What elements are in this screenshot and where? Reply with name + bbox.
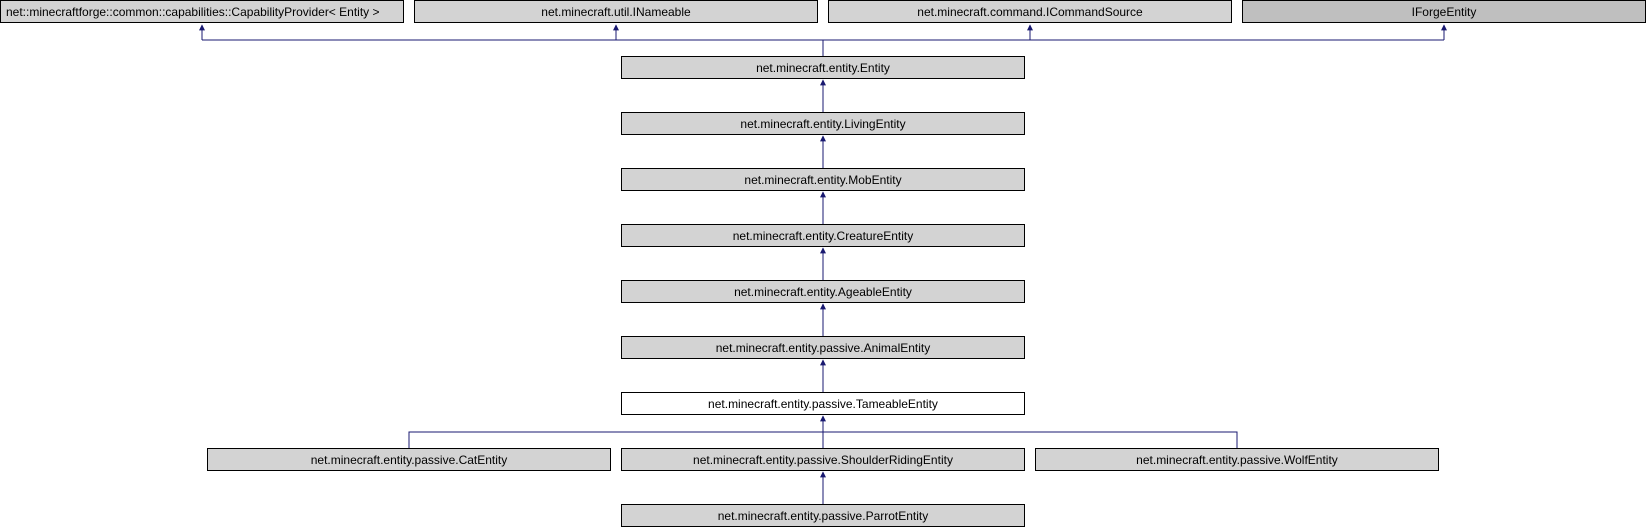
- node-tameable-entity: net.minecraft.entity.passive.TameableEnt…: [621, 392, 1025, 415]
- node-parrot-entity[interactable]: net.minecraft.entity.passive.ParrotEntit…: [621, 504, 1025, 527]
- node-mob-entity[interactable]: net.minecraft.entity.MobEntity: [621, 168, 1025, 191]
- node-ageable-entity[interactable]: net.minecraft.entity.AgeableEntity: [621, 280, 1025, 303]
- node-capability-provider[interactable]: net::minecraftforge::common::capabilitie…: [0, 0, 404, 23]
- node-shoulder-riding-entity[interactable]: net.minecraft.entity.passive.ShoulderRid…: [621, 448, 1025, 471]
- node-animal-entity[interactable]: net.minecraft.entity.passive.AnimalEntit…: [621, 336, 1025, 359]
- node-entity[interactable]: net.minecraft.entity.Entity: [621, 56, 1025, 79]
- node-wolf-entity[interactable]: net.minecraft.entity.passive.WolfEntity: [1035, 448, 1439, 471]
- edge-entity-to-interfaces: [202, 39, 1444, 56]
- node-living-entity[interactable]: net.minecraft.entity.LivingEntity: [621, 112, 1025, 135]
- edge-children-to-tameable: [408, 431, 1238, 448]
- node-cat-entity[interactable]: net.minecraft.entity.passive.CatEntity: [207, 448, 611, 471]
- node-icommand-source[interactable]: net.minecraft.command.ICommandSource: [828, 0, 1232, 23]
- node-creature-entity[interactable]: net.minecraft.entity.CreatureEntity: [621, 224, 1025, 247]
- node-inameable[interactable]: net.minecraft.util.INameable: [414, 0, 818, 23]
- node-iforge-entity: IForgeEntity: [1242, 0, 1646, 23]
